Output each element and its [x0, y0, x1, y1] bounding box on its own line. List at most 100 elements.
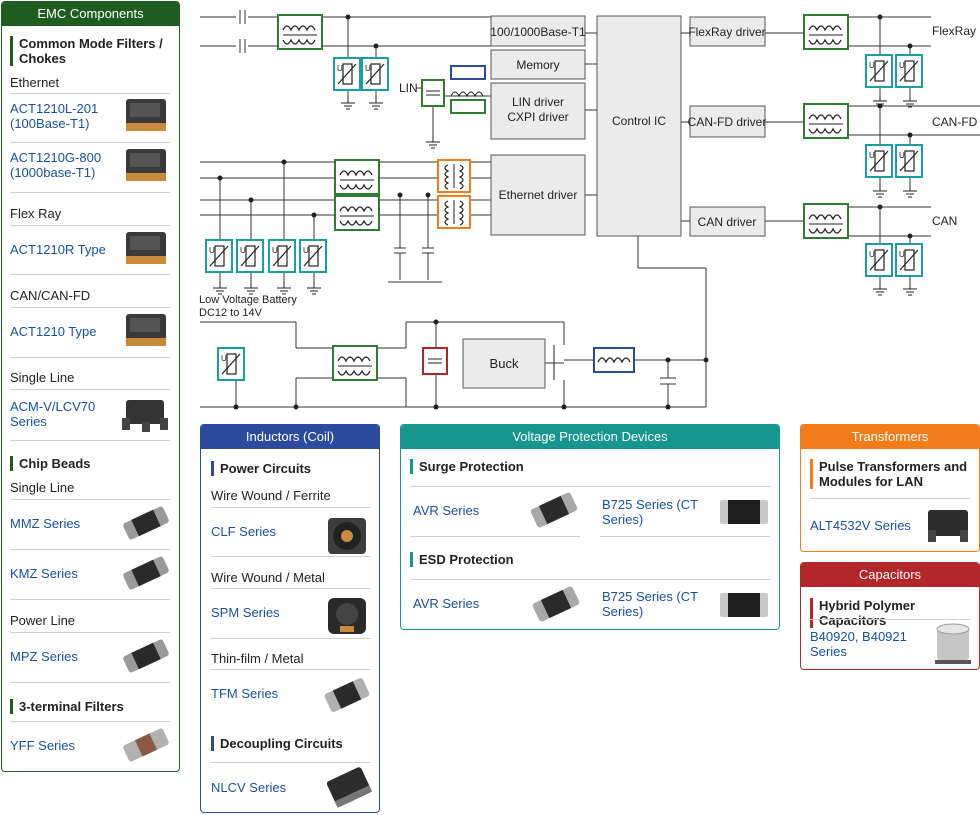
- divider: [211, 588, 371, 589]
- clf-image: [322, 512, 372, 563]
- canfd-bus-label: CAN-FD: [932, 115, 978, 129]
- b725-link-2[interactable]: B725 Series (CT Series): [602, 589, 698, 619]
- capacitors-title: Capacitors: [801, 563, 979, 587]
- b40920-link[interactable]: B40920, B40921 Series: [810, 629, 907, 659]
- mpz-image: [120, 633, 172, 684]
- transformers-title: Transformers: [801, 425, 979, 449]
- transformers-panel: Transformers: [800, 424, 980, 552]
- acm-image: [120, 392, 172, 443]
- avr-link-2[interactable]: AVR Series: [413, 596, 480, 611]
- divider: [10, 682, 170, 683]
- divider: [410, 536, 580, 537]
- clf-link[interactable]: CLF Series: [211, 524, 277, 539]
- power-circuits-title: Power Circuits: [211, 461, 311, 476]
- battery-label-2: DC12 to 14V: [199, 307, 263, 319]
- b725-image-2: [716, 585, 772, 630]
- divider: [10, 192, 170, 193]
- act1210l-image: [122, 95, 172, 142]
- b725-link-1[interactable]: B725 Series (CT Series): [602, 497, 698, 527]
- act1210-link[interactable]: ACT1210 Type: [10, 324, 97, 339]
- tfm-image: [322, 672, 372, 723]
- act1210g-image: [122, 145, 172, 192]
- ww-metal-label: Wire Wound / Metal: [211, 570, 325, 585]
- spm-image: [322, 592, 372, 643]
- emc-components-title: EMC Components: [2, 2, 179, 26]
- tfm-link[interactable]: TFM Series: [211, 686, 279, 701]
- avr-image-1: [528, 488, 580, 537]
- divider: [211, 507, 371, 508]
- esd-title: ESD Protection: [410, 552, 514, 567]
- battery-label-1: Low Voltage Battery: [199, 294, 297, 306]
- b725-image-1: [716, 492, 772, 537]
- single-line-label-2: Single Line: [10, 480, 75, 495]
- divider: [10, 599, 170, 600]
- power-line-label: Power Line: [10, 613, 76, 628]
- hybrid-polymer-title: Hybrid Polymer Capacitors: [810, 598, 978, 628]
- divider: [600, 536, 770, 537]
- divider: [211, 669, 371, 670]
- act1210l-link[interactable]: ACT1210L-201 (100Base-T1): [10, 101, 99, 131]
- control-ic-label: Control IC: [612, 114, 666, 128]
- inductors-title: Inductors (Coil): [201, 425, 379, 449]
- single-line-label: Single Line: [10, 370, 75, 385]
- divider: [10, 389, 170, 390]
- system-circuit-diagram: U: [199, 10, 980, 410]
- nlcv-link[interactable]: NLCV Series: [211, 780, 287, 795]
- divider: [211, 762, 371, 763]
- divider: [10, 549, 170, 550]
- divider: [10, 357, 170, 358]
- divider: [10, 440, 170, 441]
- mmz-link[interactable]: MMZ Series: [10, 516, 81, 531]
- divider: [810, 619, 970, 620]
- divider: [10, 274, 170, 275]
- divider: [10, 225, 170, 226]
- alt4532v-link[interactable]: ALT4532V Series: [810, 518, 911, 533]
- buck-label: Buck: [490, 356, 519, 371]
- canfd-label: CAN/CAN-FD: [10, 288, 91, 303]
- act1210r-link[interactable]: ACT1210R Type: [10, 242, 106, 257]
- vpd-title: Voltage Protection Devices: [401, 425, 779, 449]
- ww-ferrite-label: Wire Wound / Ferrite: [211, 488, 331, 503]
- memory-label: Memory: [516, 58, 559, 72]
- avr-image-2: [530, 582, 582, 631]
- mmz-image: [120, 500, 172, 551]
- act1210-image: [122, 310, 172, 357]
- yff-link[interactable]: YFF Series: [10, 738, 76, 753]
- ethernet-driver-label: Ethernet driver: [499, 188, 578, 202]
- canfd-driver-label: CAN-FD driver: [688, 115, 767, 129]
- kmz-image: [120, 550, 172, 601]
- can-driver-label: CAN driver: [698, 215, 757, 229]
- acm-link[interactable]: ACM-V/LCV70 Series: [10, 399, 96, 429]
- divider: [10, 721, 170, 722]
- ethernet-label: Ethernet: [10, 75, 60, 90]
- pulse-transformers-title: Pulse Transformers and Modules for LAN: [810, 459, 975, 489]
- act1210g-link[interactable]: ACT1210G-800 (1000base-T1): [10, 150, 102, 180]
- divider: [10, 307, 170, 308]
- flexray-bus-label: FlexRay: [932, 24, 976, 38]
- decoupling-title: Decoupling Circuits: [211, 736, 343, 751]
- flexray-label: Flex Ray: [10, 206, 62, 221]
- lin-driver-label: LIN driver: [512, 95, 564, 109]
- surge-title: Surge Protection: [410, 459, 524, 474]
- nlcv-image: [324, 764, 374, 815]
- divider: [10, 93, 170, 94]
- cxpi-driver-label: CXPI driver: [507, 110, 568, 124]
- divider: [211, 556, 371, 557]
- b40920-image: [930, 620, 976, 673]
- mpz-link[interactable]: MPZ Series: [10, 649, 78, 664]
- thin-film-label: Thin-film / Metal: [211, 651, 304, 666]
- alt4532v-image: [922, 500, 976, 553]
- chip-beads-section-title: Chip Beads: [10, 456, 91, 471]
- kmz-link[interactable]: KMZ Series: [10, 566, 78, 581]
- three-terminal-section-title: 3-terminal Filters: [10, 699, 124, 714]
- avr-link-1[interactable]: AVR Series: [413, 503, 480, 518]
- spm-link[interactable]: SPM Series: [211, 605, 280, 620]
- divider: [10, 142, 170, 143]
- lin-label: LIN: [399, 81, 418, 95]
- divider: [810, 498, 970, 499]
- act1210r-image: [122, 228, 172, 275]
- divider: [410, 579, 770, 580]
- base-t1-label: 100/1000Base-T1: [490, 25, 586, 39]
- divider: [10, 632, 170, 633]
- yff-image: [120, 722, 172, 773]
